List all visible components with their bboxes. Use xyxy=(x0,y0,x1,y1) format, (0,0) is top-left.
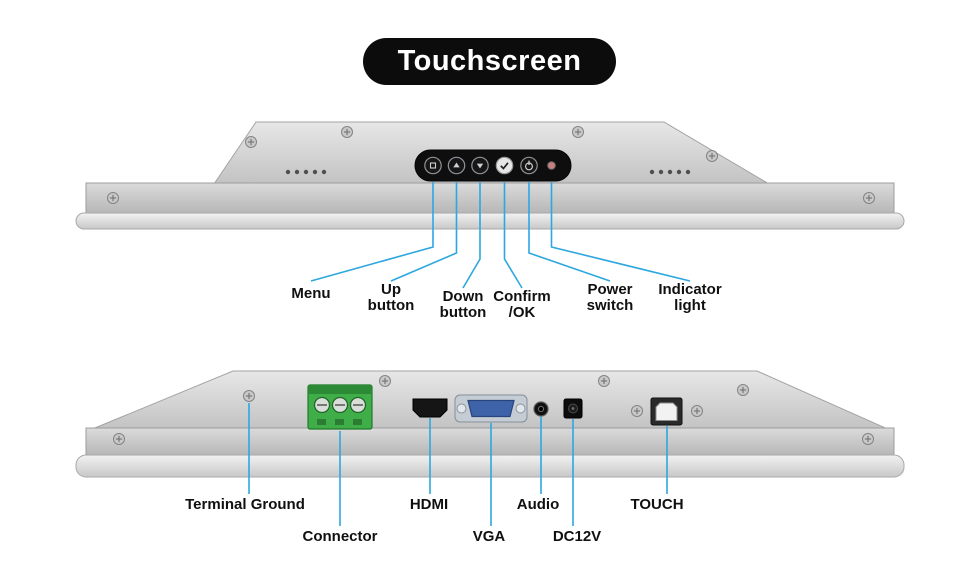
hdmi-port xyxy=(412,398,448,418)
confirm-ok-button-icon xyxy=(495,156,514,175)
vga-port xyxy=(454,394,528,423)
monitor-controls-view xyxy=(75,121,905,289)
screw-icon xyxy=(340,125,354,139)
label-power-switch: Power switch xyxy=(586,281,634,314)
screw-icon xyxy=(862,191,876,205)
screw-icon xyxy=(690,404,704,418)
label-vga: VGA xyxy=(472,528,506,545)
label-confirm-ok: Confirm /OK xyxy=(493,288,551,321)
label-audio: Audio xyxy=(516,496,560,513)
terminal-connector-port xyxy=(307,384,373,430)
callout-line-menu xyxy=(310,182,434,282)
label-hdmi: HDMI xyxy=(409,496,449,513)
callout-line-indicator-light xyxy=(550,182,691,282)
label-touch: TOUCH xyxy=(630,496,684,513)
screw-icon xyxy=(106,191,120,205)
callout-line-down-button xyxy=(462,182,481,289)
chassis-band xyxy=(85,427,895,459)
dc12v-jack xyxy=(563,398,583,419)
monitor-ports-view xyxy=(75,370,905,526)
screw-icon xyxy=(571,125,585,139)
osd-control-strip xyxy=(414,149,572,182)
label-connector: Connector xyxy=(302,528,378,545)
screw-icon xyxy=(597,374,611,388)
speaker-vent-holes-left xyxy=(285,169,327,175)
label-down-button: Down button xyxy=(439,288,487,321)
screw-icon xyxy=(861,432,875,446)
speaker-vent-holes-right xyxy=(649,169,691,175)
menu-button-icon xyxy=(424,156,442,175)
screw-icon xyxy=(705,149,719,163)
callout-line-power-switch xyxy=(528,182,611,282)
screw-icon xyxy=(244,135,258,149)
up-button-icon xyxy=(447,156,466,175)
down-button-icon xyxy=(471,156,489,175)
chassis-band xyxy=(85,182,895,217)
callout-line-confirm-ok xyxy=(503,182,523,289)
chassis-flange xyxy=(75,454,905,478)
callout-line-up-button xyxy=(390,182,458,282)
power-switch-icon xyxy=(520,156,538,175)
screw-icon xyxy=(630,404,644,418)
touch-usb-port xyxy=(630,397,704,426)
terminal-ground-screw-icon xyxy=(242,389,256,403)
label-dc12v: DC12V xyxy=(552,528,602,545)
screw-icon xyxy=(378,374,392,388)
audio-jack xyxy=(533,401,549,417)
label-terminal-ground: Terminal Ground xyxy=(185,496,305,513)
title-badge-text: Touchscreen xyxy=(397,45,582,77)
chassis-flange xyxy=(75,212,905,230)
title-badge: Touchscreen xyxy=(363,38,616,85)
label-up-button: Up button xyxy=(367,281,415,314)
screw-icon xyxy=(112,432,126,446)
screw-icon xyxy=(736,383,750,397)
indicator-light-icon xyxy=(547,161,556,170)
label-menu: Menu xyxy=(291,285,331,302)
label-indicator-light: Indicator light xyxy=(658,281,722,314)
